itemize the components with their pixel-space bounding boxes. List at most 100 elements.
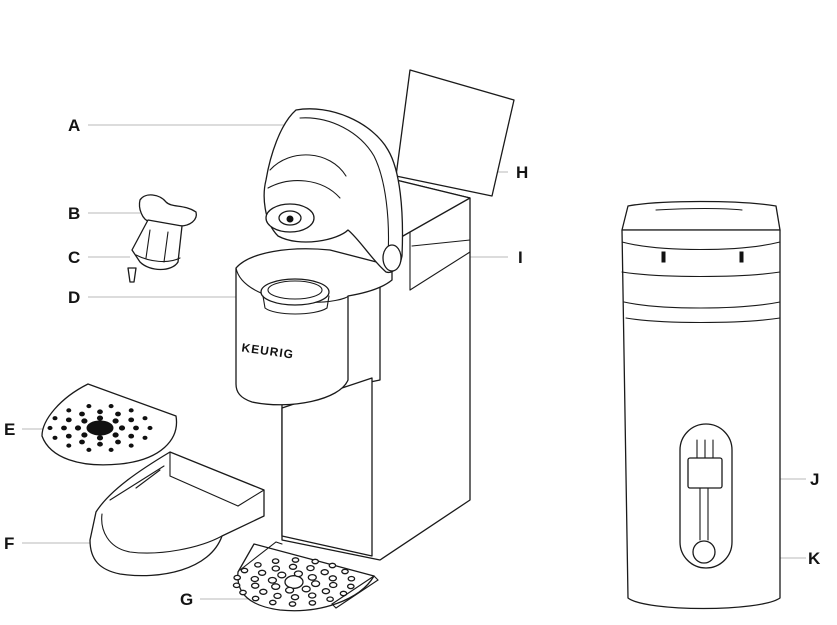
plate-hole	[328, 581, 338, 589]
plate-hole	[251, 595, 260, 602]
plate-hole	[284, 575, 304, 589]
callout-H: H	[516, 163, 528, 182]
drip-screen	[41, 383, 178, 466]
plate-hole	[328, 562, 337, 569]
plate-hole	[240, 567, 249, 574]
plate-hole	[271, 583, 281, 591]
screen-hole	[79, 411, 85, 417]
plate-hole	[288, 563, 298, 570]
plate-hole	[346, 583, 355, 590]
screen-hole	[108, 404, 114, 409]
brew-handle	[263, 108, 404, 274]
pod-chamber-ring	[260, 278, 330, 306]
plate-hole	[326, 596, 334, 603]
plate-hole	[291, 557, 300, 563]
plate-hole	[267, 576, 278, 584]
screen-hole	[81, 432, 88, 438]
screen-hole	[65, 417, 72, 423]
callout-J: J	[810, 470, 819, 489]
pod-holder	[127, 194, 197, 283]
plate-hole	[233, 574, 242, 581]
plate-hole	[307, 573, 317, 581]
plate-hole	[257, 569, 267, 576]
reservoir-lid	[395, 69, 515, 197]
screen-hole	[96, 435, 104, 441]
callout-C: C	[68, 248, 80, 267]
plate-hole	[277, 571, 287, 579]
screen-hole	[118, 425, 126, 431]
screen-hole	[142, 416, 148, 421]
callout-A: A	[68, 116, 80, 135]
plate-hole	[301, 585, 311, 593]
plate-hole	[239, 589, 247, 596]
plate-hole	[254, 561, 262, 568]
screen-hole	[86, 447, 92, 452]
screen-hole	[112, 432, 119, 438]
screen-hole	[66, 408, 72, 413]
screen-hole	[86, 404, 92, 409]
screen-hole	[66, 443, 72, 448]
plate-hole	[271, 565, 281, 572]
screen-hole	[115, 439, 121, 445]
plate-hole	[311, 558, 320, 565]
plate-hole	[347, 575, 356, 582]
plate-hole	[310, 580, 321, 588]
screen-hole	[133, 425, 139, 431]
screen-hole	[108, 447, 114, 452]
callout-B: B	[68, 204, 80, 223]
screen-hole	[115, 411, 121, 417]
screen-holes	[47, 404, 153, 452]
screen-hole	[47, 425, 53, 431]
screen-hole	[112, 418, 119, 424]
plate-hole	[271, 558, 280, 564]
plate-hole	[259, 588, 268, 595]
callout-K: K	[808, 549, 821, 568]
callout-I: I	[518, 248, 523, 267]
screen-hole	[96, 415, 104, 421]
plate-hole	[328, 575, 338, 582]
screen-hole	[142, 435, 148, 440]
plate-hole	[307, 592, 317, 599]
plate-hole	[250, 582, 260, 589]
plate-hole	[273, 592, 282, 600]
screen-hole	[52, 435, 58, 440]
screen-hole	[128, 408, 134, 413]
brewer-body: KEURIG	[232, 69, 515, 612]
screen-hole	[97, 441, 103, 447]
plate-hole	[306, 564, 315, 572]
callout-G: G	[180, 590, 193, 609]
plate-hole	[321, 588, 331, 595]
plate-hole	[341, 568, 349, 575]
screen-center-hole	[86, 420, 114, 436]
water-filter	[687, 457, 723, 489]
screen-hole	[79, 439, 85, 445]
plate-holes	[232, 557, 356, 607]
drip-tray	[89, 451, 265, 577]
screen-hole	[52, 416, 58, 421]
callout-F: F	[4, 534, 14, 553]
screen-hole	[97, 409, 103, 415]
plate-hole	[308, 600, 317, 606]
brewer-side-view	[621, 200, 781, 610]
screen-hole	[147, 425, 153, 431]
plate-hole	[250, 575, 260, 583]
water-float	[692, 540, 716, 564]
screen-hole	[128, 443, 134, 448]
screen-hole	[128, 417, 135, 423]
plate-hole	[284, 586, 295, 594]
screen-hole	[65, 433, 72, 439]
plate-hole	[232, 582, 241, 589]
screen-hole	[74, 425, 82, 431]
screen-hole	[128, 433, 135, 439]
plate-hole	[293, 570, 304, 578]
callout-labels: A B C D E F G H I J K	[4, 116, 821, 609]
screen-hole	[61, 425, 67, 431]
callout-D: D	[68, 288, 80, 307]
plate-hole	[290, 594, 300, 601]
screen-hole	[81, 418, 88, 424]
plate-hole	[268, 599, 277, 606]
plate-hole	[320, 569, 329, 576]
plate-hole	[288, 601, 297, 607]
